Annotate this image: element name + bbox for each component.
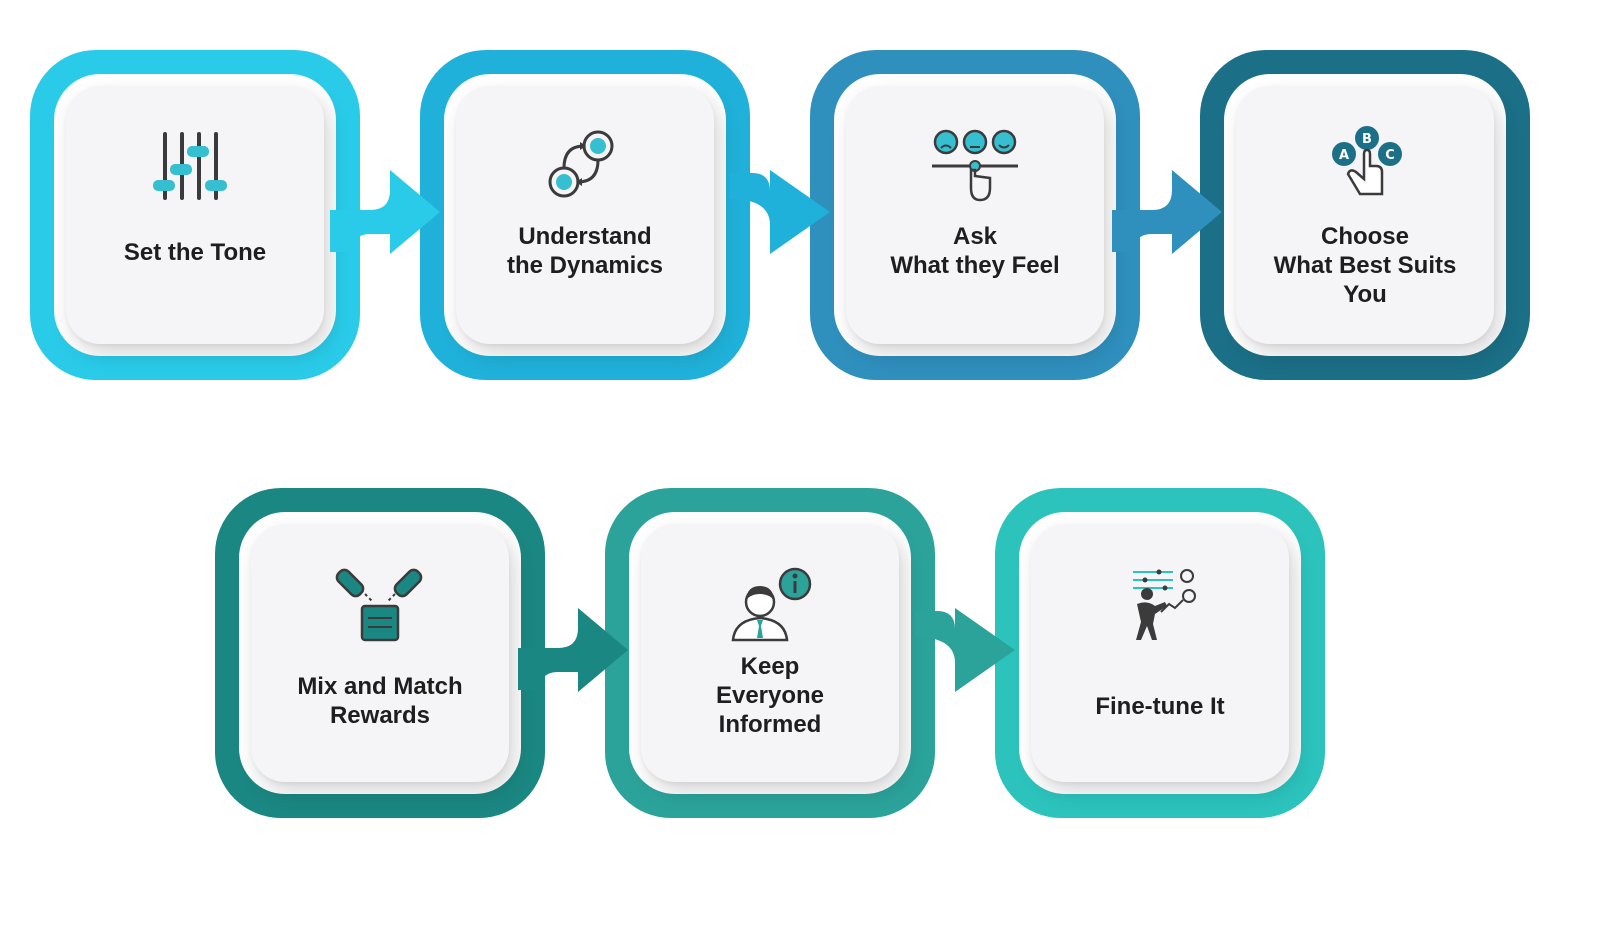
- step-5: Mix and Match Rewards: [215, 488, 545, 818]
- arrow-5-6: [518, 608, 628, 692]
- arrow-6-7: [915, 608, 1015, 692]
- step-2-label: Understand the Dynamics: [506, 223, 664, 279]
- step-1: Set the Tone: [30, 50, 360, 380]
- arrow-1-2: [330, 170, 440, 254]
- step-1-label: Set the Tone: [123, 239, 267, 266]
- mixing-flasks-icon: [335, 564, 425, 644]
- step-5-label: Mix and Match Rewards: [297, 673, 463, 729]
- abc-choice-hand-icon: A B C: [1320, 124, 1410, 204]
- step-7-label: Fine-tune It: [1095, 693, 1225, 720]
- step-4-label: Choose What Best Suits You: [1273, 223, 1457, 308]
- sliders-icon: [150, 126, 240, 206]
- arrow-2-3: [730, 170, 830, 254]
- step-3-label: Ask What they Feel: [890, 223, 1060, 279]
- svg-text:C: C: [1385, 148, 1395, 163]
- arrow-3-4: [1112, 170, 1222, 254]
- step-6-label: Keep Everyone Informed: [715, 653, 825, 738]
- step-2: Understand the Dynamics: [420, 50, 750, 380]
- step-4: A B C Choose What Best Suits You: [1200, 50, 1530, 380]
- step-3: Ask What they Feel: [810, 50, 1140, 380]
- step-7: Fine-tune It: [995, 488, 1325, 818]
- svg-text:A: A: [1339, 148, 1349, 163]
- person-adjust-icon: [1115, 564, 1205, 644]
- feedback-faces-icon: [930, 126, 1020, 206]
- step-6: Keep Everyone Informed: [605, 488, 935, 818]
- cycle-refresh-icon: [540, 126, 630, 206]
- svg-text:B: B: [1362, 132, 1372, 147]
- person-info-icon: [725, 564, 815, 644]
